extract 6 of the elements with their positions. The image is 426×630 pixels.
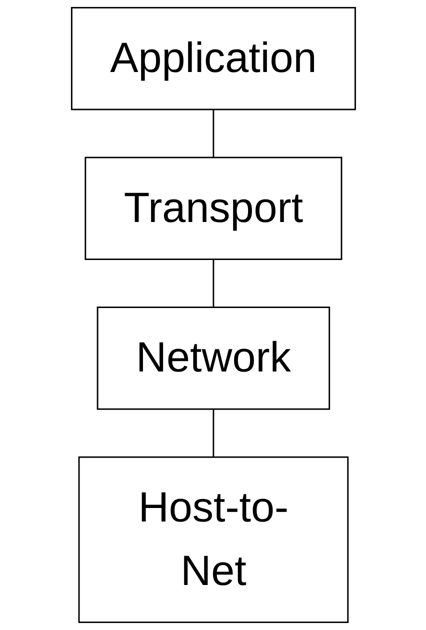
node-box: Host-to-Net	[78, 456, 348, 624]
node-box: Application	[70, 6, 356, 110]
connector	[212, 259, 214, 308]
connector	[212, 409, 214, 458]
node-box: Transport	[84, 156, 342, 260]
connector	[212, 109, 214, 158]
